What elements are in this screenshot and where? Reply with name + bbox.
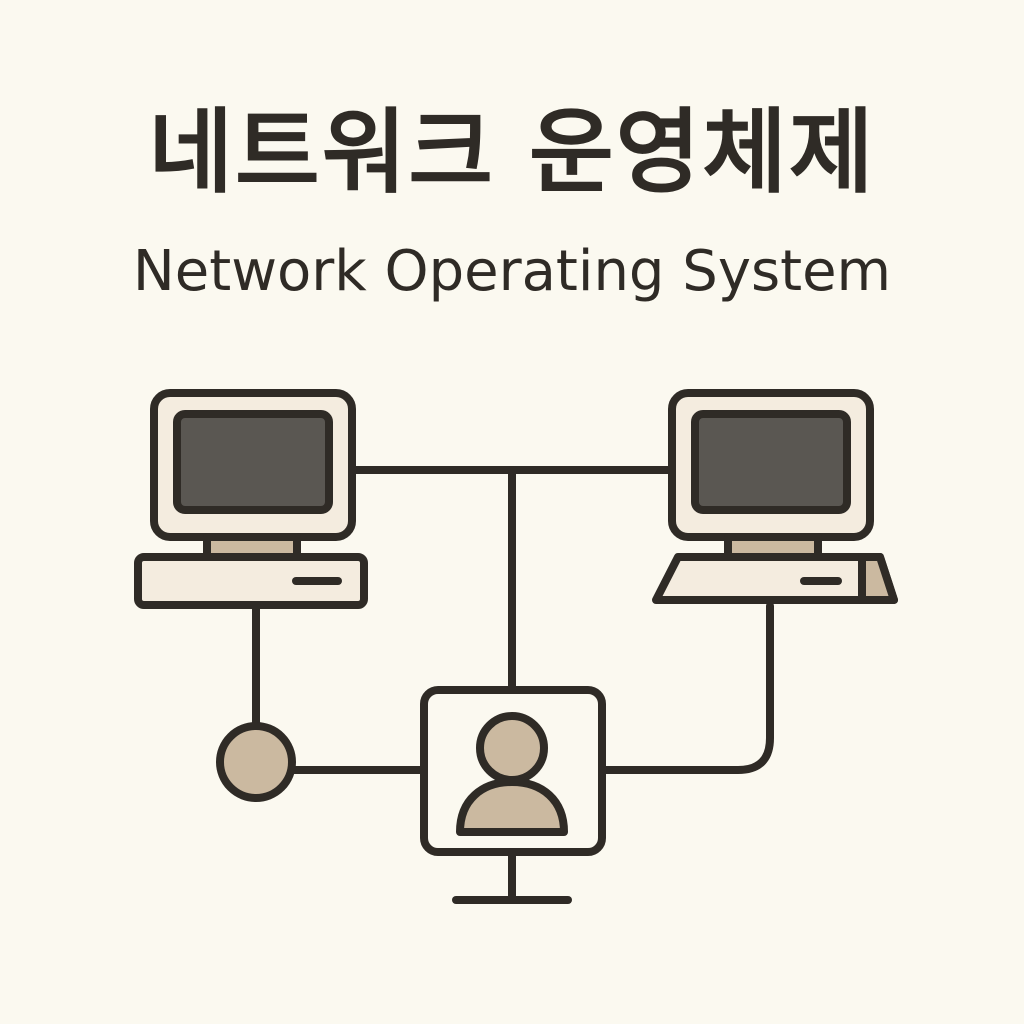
title-korean: 네트워크 운영체제 [148, 99, 876, 206]
user-body-icon [456, 778, 568, 836]
right-base-accent [858, 553, 898, 604]
left-screen [173, 410, 333, 514]
right-screen [691, 410, 851, 514]
link-right-user [598, 602, 774, 774]
left-base [134, 553, 368, 609]
title-english: Network Operating System [132, 239, 892, 304]
left-computer-icon [134, 389, 368, 609]
right-computer-icon [652, 389, 898, 604]
network-node-icon [216, 722, 296, 802]
user-terminal-icon [420, 686, 606, 904]
user-head-icon [476, 712, 548, 784]
connections [252, 466, 774, 774]
